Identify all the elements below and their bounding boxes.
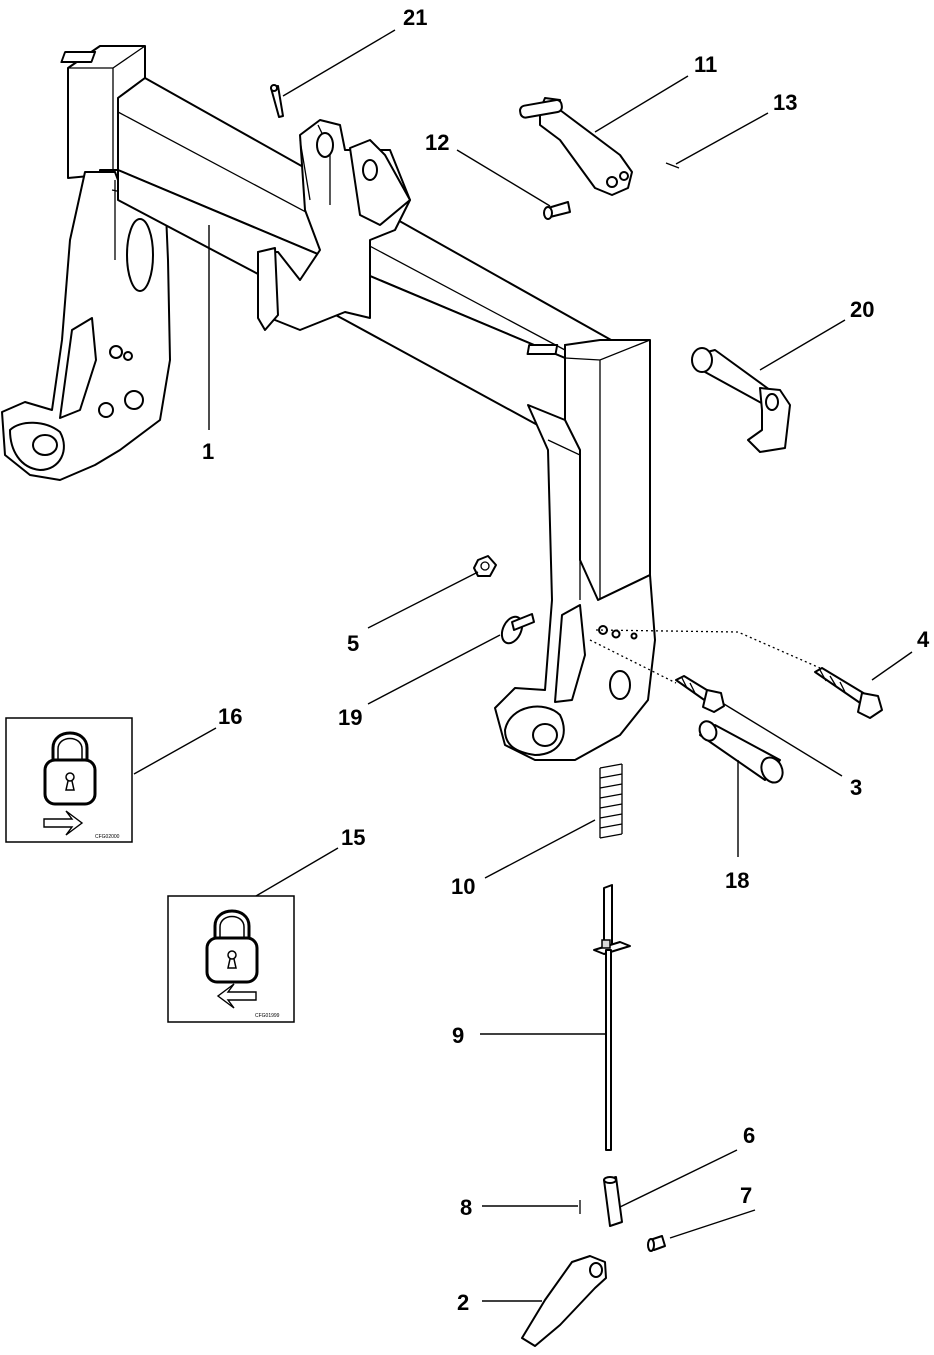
callout-13: 13 [773, 90, 797, 115]
lever-part-2 [521, 1255, 607, 1347]
callout-12: 12 [425, 130, 449, 155]
decal-code: CFG02000 [95, 834, 120, 840]
cotter-part-13 [665, 162, 680, 169]
latch-part-11 [519, 97, 633, 196]
callout-20: 20 [850, 297, 874, 322]
frame-part-1 [1, 45, 656, 761]
bolt-part-4 [814, 667, 883, 719]
callout-4: 4 [917, 627, 930, 652]
left-arrow-icon [216, 983, 257, 1009]
decal-15: CFG01999 [167, 895, 295, 1023]
decal-code: CFG01999 [255, 1013, 280, 1019]
decal-16: CFG02000 [5, 717, 133, 843]
pin-part-7 [647, 1235, 666, 1252]
callout-1: 1 [202, 439, 214, 464]
padlock-icon [43, 731, 97, 806]
lynch-pin-part-19 [500, 613, 535, 645]
cotter-pin-part-21 [270, 84, 284, 118]
leader-lines [133, 29, 913, 1302]
pin-part-18 [698, 720, 784, 784]
callout-16: 16 [218, 704, 242, 729]
pin-part-12 [543, 201, 571, 220]
callout-15: 15 [341, 825, 365, 850]
callout-18: 18 [725, 868, 749, 893]
callout-2: 2 [457, 1290, 469, 1315]
callout-8: 8 [460, 1195, 472, 1220]
callout-11: 11 [694, 52, 717, 77]
clevis-part-6 [603, 1176, 623, 1227]
callout-3: 3 [850, 775, 862, 800]
rod-part-9 [593, 884, 631, 1151]
callout-7: 7 [740, 1183, 752, 1208]
padlock-icon [205, 909, 259, 984]
callout-6: 6 [743, 1123, 755, 1148]
nut-part-5 [473, 555, 497, 577]
callout-10: 10 [451, 874, 475, 899]
handle-pin-part-20 [691, 347, 791, 453]
callout-9: 9 [452, 1023, 464, 1048]
right-arrow-icon [43, 810, 84, 836]
callout-21: 21 [403, 5, 427, 30]
alignment-lines [589, 629, 821, 684]
spring-part-10 [599, 763, 623, 839]
callout-19: 19 [338, 705, 362, 730]
callout-numbers: 21 11 13 12 20 1 5 4 19 16 3 15 18 10 9 … [202, 5, 930, 1315]
bolt-part-3 [675, 675, 725, 713]
callout-5: 5 [347, 631, 359, 656]
